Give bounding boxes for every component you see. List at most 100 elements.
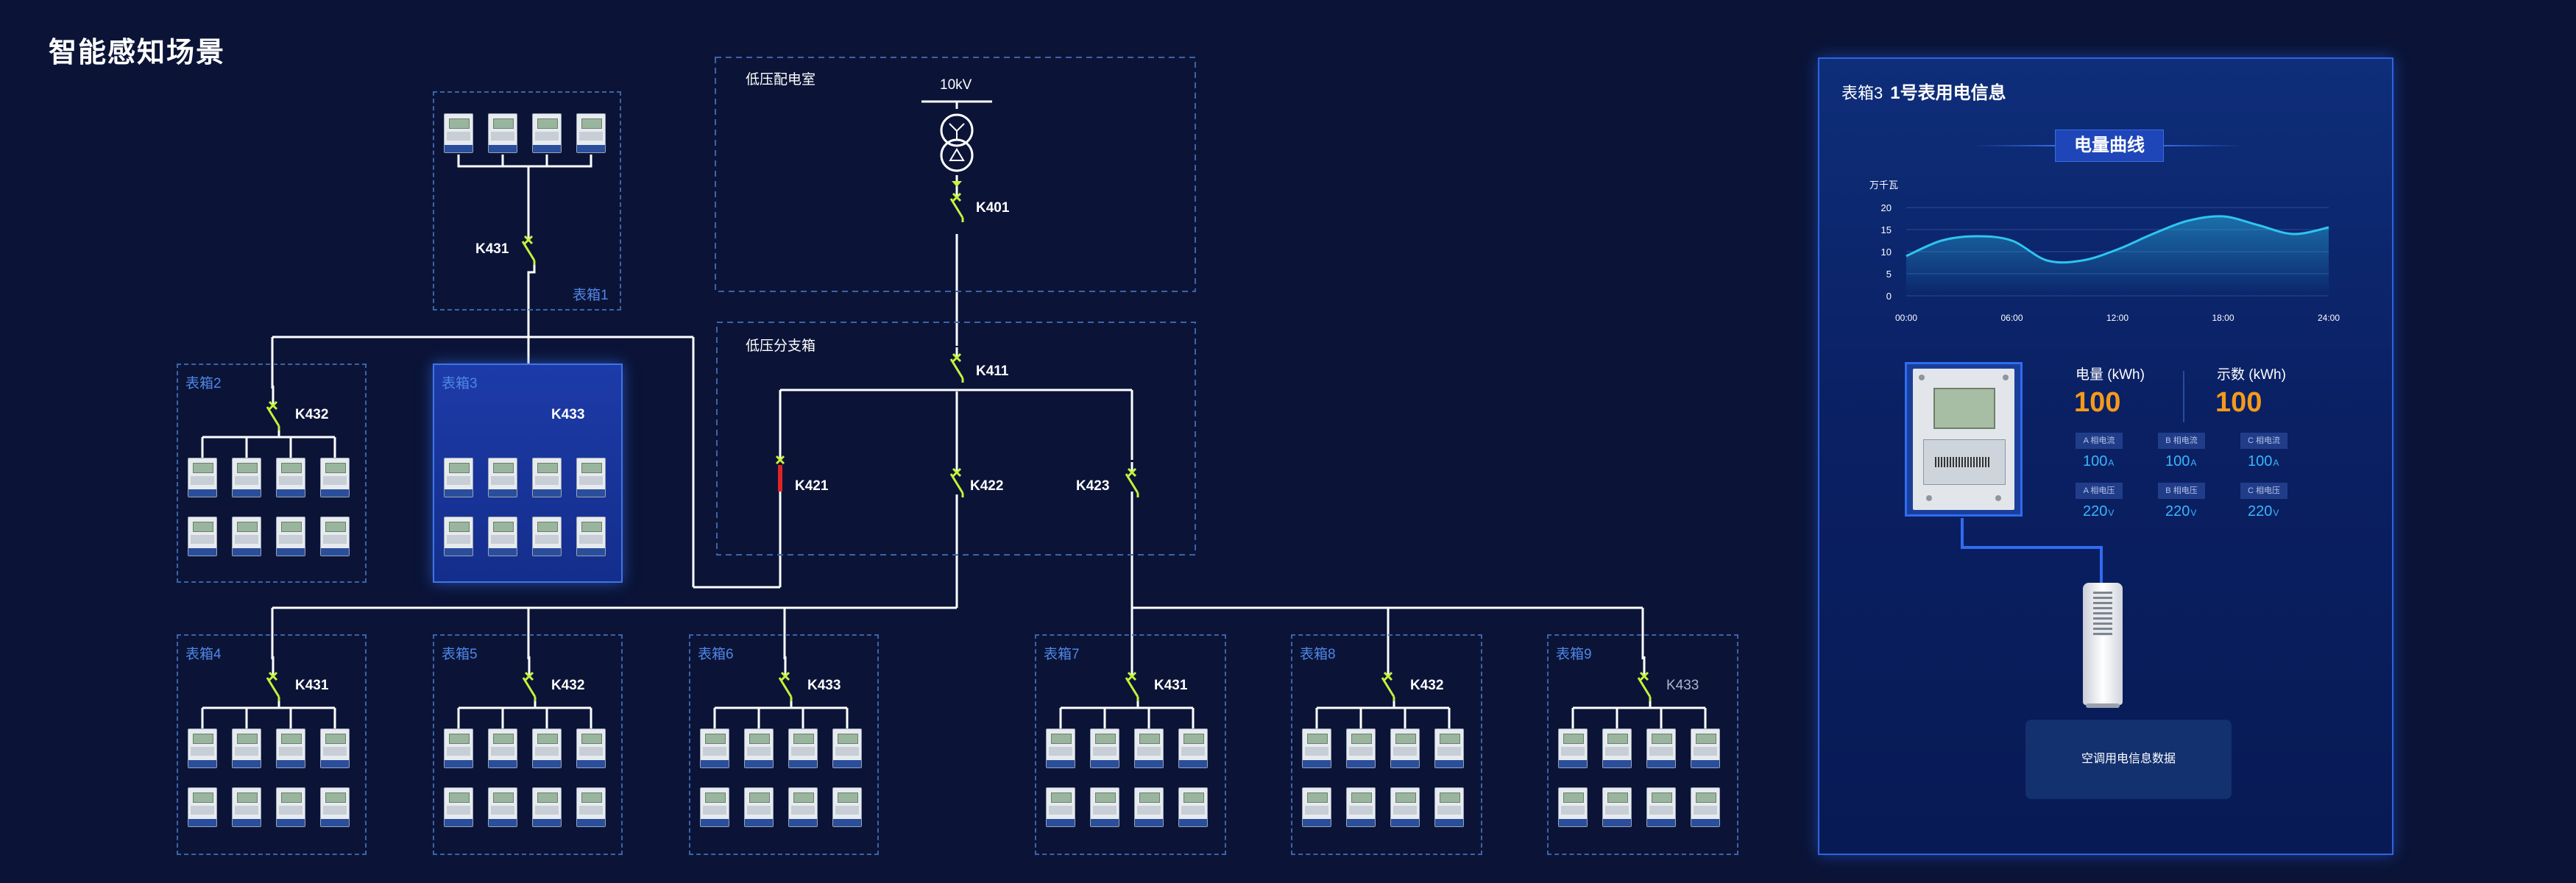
current-b-value: 100A xyxy=(2165,453,2197,469)
meter-icon[interactable] xyxy=(832,787,862,827)
meter-icon[interactable] xyxy=(788,728,818,768)
meter-icon[interactable] xyxy=(1691,787,1720,827)
box-switch-label: K431 xyxy=(475,241,509,257)
meter-icon[interactable] xyxy=(532,113,562,153)
x-tick-label: 00:00 xyxy=(1895,313,1917,323)
meter-photo[interactable] xyxy=(1905,362,2023,517)
meter-icon[interactable] xyxy=(576,728,606,768)
meter-icon[interactable] xyxy=(1691,728,1720,768)
meter-icon[interactable] xyxy=(532,728,562,768)
reading-label: 示数 (kWh) xyxy=(2217,367,2286,383)
meter-icon[interactable] xyxy=(444,728,473,768)
meter-icon[interactable] xyxy=(188,728,217,768)
y-tick-label: 5 xyxy=(1886,269,1892,280)
meter-icon[interactable] xyxy=(1602,787,1632,827)
meter-box-label: 表箱7 xyxy=(1044,647,1080,662)
meter-box[interactable] xyxy=(433,634,623,855)
meter-icon[interactable] xyxy=(320,787,350,827)
meter-box[interactable] xyxy=(1291,634,1482,855)
meter-icon[interactable] xyxy=(532,458,562,497)
meter-icon[interactable] xyxy=(444,517,473,556)
meter-icon[interactable] xyxy=(1434,728,1464,768)
meter-icon[interactable] xyxy=(576,787,606,827)
meter-icon[interactable] xyxy=(1178,728,1208,768)
meter-icon[interactable] xyxy=(1390,728,1420,768)
meter-box[interactable] xyxy=(689,634,879,855)
meter-icon[interactable] xyxy=(1602,728,1632,768)
meter-icon[interactable] xyxy=(1646,787,1676,827)
meter-icon[interactable] xyxy=(576,113,606,153)
meter-icon[interactable] xyxy=(444,458,473,497)
meter-box[interactable] xyxy=(433,91,621,311)
box-switch-label: K431 xyxy=(1154,678,1188,693)
meter-icon[interactable] xyxy=(488,728,517,768)
meter-icon[interactable] xyxy=(532,787,562,827)
current-c-label: C 相电流 xyxy=(2240,433,2287,449)
meter-box[interactable] xyxy=(1547,634,1738,855)
meter-icon[interactable] xyxy=(276,517,305,556)
meter-icon[interactable] xyxy=(444,787,473,827)
meter-icon[interactable] xyxy=(1046,787,1075,827)
meter-icon[interactable] xyxy=(232,728,261,768)
meter-icon[interactable] xyxy=(276,458,305,497)
x-tick-label: 06:00 xyxy=(2000,313,2023,323)
meter-icon[interactable] xyxy=(276,787,305,827)
meter-icon[interactable] xyxy=(1090,787,1119,827)
meter-icon[interactable] xyxy=(1090,728,1119,768)
switch-label-k422: K422 xyxy=(970,478,1004,494)
meter-icon[interactable] xyxy=(532,517,562,556)
meter-icon[interactable] xyxy=(832,728,862,768)
voltage-b-value: 220V xyxy=(2165,503,2197,519)
meter-box[interactable] xyxy=(177,364,367,583)
meter-icon[interactable] xyxy=(232,787,261,827)
switch-icon xyxy=(1381,666,1395,701)
x-tick-label: 24:00 xyxy=(2318,313,2340,323)
meter-icon[interactable] xyxy=(276,728,305,768)
meter-icon[interactable] xyxy=(188,517,217,556)
meter-box[interactable] xyxy=(177,634,367,855)
meter-icon[interactable] xyxy=(488,113,517,153)
meter-icon[interactable] xyxy=(232,517,261,556)
divider xyxy=(2183,371,2184,422)
meter-icon[interactable] xyxy=(232,458,261,497)
meter-icon[interactable] xyxy=(744,728,774,768)
voltage-a-label: A 相电压 xyxy=(2076,483,2123,499)
meter-box[interactable] xyxy=(1035,634,1226,855)
meter-icon[interactable] xyxy=(488,787,517,827)
meter-icon[interactable] xyxy=(320,517,350,556)
meter-icon[interactable] xyxy=(1134,787,1164,827)
meter-icon[interactable] xyxy=(744,787,774,827)
meter-icon[interactable] xyxy=(1558,728,1588,768)
meter-icon[interactable] xyxy=(488,517,517,556)
meter-icon[interactable] xyxy=(1302,728,1331,768)
meter-icon[interactable] xyxy=(1302,787,1331,827)
meter-icon[interactable] xyxy=(1434,787,1464,827)
meter-icon[interactable] xyxy=(320,728,350,768)
meter-icon[interactable] xyxy=(788,787,818,827)
series-line xyxy=(1906,215,2329,264)
air-conditioner-icon[interactable] xyxy=(2083,583,2123,708)
meter-box-label: 表箱5 xyxy=(442,647,478,662)
ac-data-button[interactable]: 空调用电信息数据 xyxy=(2025,720,2232,799)
meter-icon[interactable] xyxy=(444,113,473,153)
meter-icon[interactable] xyxy=(1390,787,1420,827)
meter-icon[interactable] xyxy=(188,787,217,827)
meter-icon[interactable] xyxy=(488,458,517,497)
meter-icon[interactable] xyxy=(576,517,606,556)
meter-box-label: 表箱8 xyxy=(1300,647,1336,662)
meter-icon[interactable] xyxy=(1134,728,1164,768)
meter-icon[interactable] xyxy=(1178,787,1208,827)
meter-icon[interactable] xyxy=(320,458,350,497)
meter-icon[interactable] xyxy=(576,458,606,497)
meter-icon[interactable] xyxy=(700,787,729,827)
meter-icon[interactable] xyxy=(1346,728,1376,768)
meter-icon[interactable] xyxy=(1046,728,1075,768)
meter-box-label: 表箱6 xyxy=(698,647,734,662)
meter-icon[interactable] xyxy=(188,458,217,497)
meter-icon[interactable] xyxy=(700,728,729,768)
meter-icon[interactable] xyxy=(1558,787,1588,827)
meter-icon[interactable] xyxy=(1646,728,1676,768)
meter-icon[interactable] xyxy=(1346,787,1376,827)
box-switch-label: K432 xyxy=(551,678,585,693)
